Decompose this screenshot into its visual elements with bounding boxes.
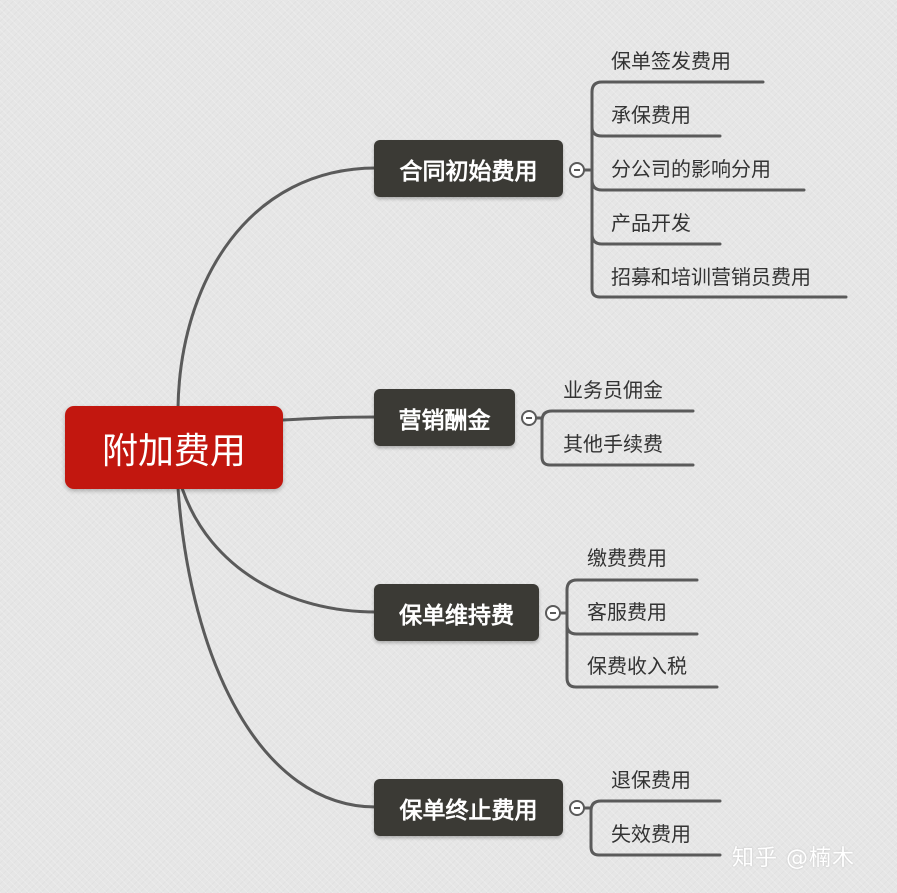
bracket-branch-4: [583, 799, 722, 813]
branch-node-policy-maintenance[interactable]: 保单维持费: [374, 584, 539, 641]
connector-root-branch-2: [281, 415, 378, 422]
bracket-branch-1: [582, 90, 602, 299]
connector-root-branch-4: [176, 486, 378, 809]
leaf-node[interactable]: 客服费用: [587, 600, 667, 624]
leaf-node[interactable]: 退保费用: [611, 768, 691, 792]
collapse-toggle-icon[interactable]: [569, 162, 585, 178]
leaf-node[interactable]: 保单签发费用: [611, 49, 731, 73]
leaf-node[interactable]: 业务员佣金: [563, 378, 663, 402]
branch-node-policy-termination[interactable]: 保单终止费用: [374, 779, 563, 836]
branch-label: 保单维持费: [399, 602, 514, 629]
leaf-node[interactable]: 保费收入税: [587, 654, 687, 678]
collapse-toggle-icon[interactable]: [545, 605, 561, 621]
root-label: 附加费用: [101, 430, 246, 472]
connector-root-branch-1: [176, 166, 378, 410]
branch-label: 合同初始费用: [399, 158, 538, 185]
leaf-node[interactable]: 招募和培训营销员费用: [611, 265, 811, 289]
leaf-node[interactable]: 产品开发: [611, 211, 691, 235]
watermark: 知乎 @楠木: [732, 846, 855, 871]
root-node[interactable]: 附加费用: [65, 406, 283, 489]
branch-label: 营销酬金: [398, 407, 491, 434]
bracket-branch-2: [535, 409, 695, 423]
collapse-toggle-icon[interactable]: [569, 800, 585, 816]
branch-node-contract-initial[interactable]: 合同初始费用: [374, 140, 563, 197]
connector-root-branch-3: [180, 486, 378, 614]
leaf-node[interactable]: 其他手续费: [563, 432, 663, 456]
leaf-node[interactable]: 缴费费用: [587, 546, 667, 570]
leaf-node[interactable]: 失效费用: [611, 822, 691, 846]
branch-node-marketing-commission[interactable]: 营销酬金: [374, 389, 515, 446]
leaf-node[interactable]: 承保费用: [611, 103, 691, 127]
leaf-node[interactable]: 分公司的影响分用: [611, 157, 771, 181]
branch-label: 保单终止费用: [399, 797, 538, 824]
collapse-toggle-icon[interactable]: [521, 410, 537, 426]
